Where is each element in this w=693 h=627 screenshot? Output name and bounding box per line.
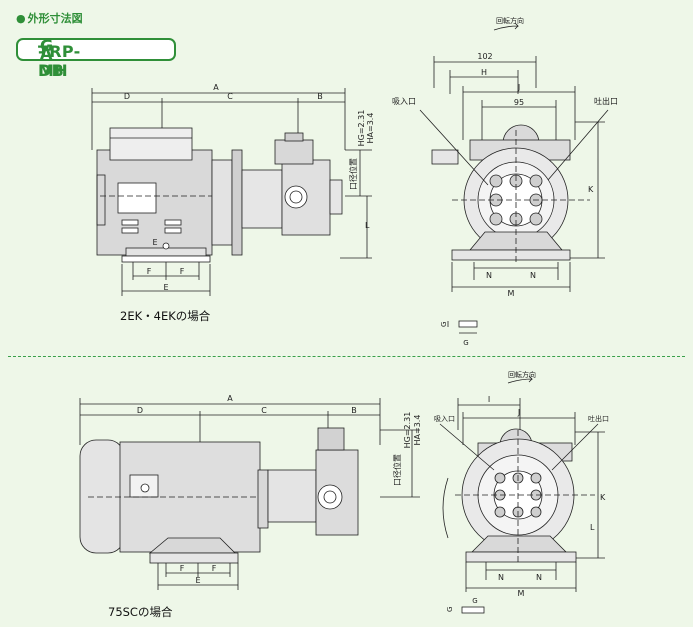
- dim-m: M: [508, 289, 515, 298]
- bottom-drawing-caption: 75SCの場合: [108, 605, 173, 619]
- dim-j: J: [517, 83, 520, 92]
- dim-f-right: F: [180, 267, 185, 276]
- rotation-label: 回転方向: [496, 16, 524, 25]
- dim-b: B: [317, 92, 323, 101]
- b-ha-label: HA=3.4: [413, 415, 422, 446]
- b-dim-g: G: [446, 607, 454, 612]
- bullet-icon: ●: [16, 12, 26, 25]
- section-title: 外形寸法図: [27, 12, 83, 25]
- b-dim-m: M: [518, 589, 525, 598]
- b-discharge-label: 吐出口: [588, 414, 609, 423]
- b-dim-j: J: [517, 408, 520, 417]
- b-port-position-label: 口径位置: [392, 454, 402, 486]
- dim-e-inner: E: [152, 238, 157, 247]
- b-dim-n-right: N: [536, 573, 542, 582]
- b-dim-b: B: [351, 406, 357, 415]
- dim-f-left: F: [147, 267, 152, 276]
- port-position-label: 口径位置: [348, 158, 358, 190]
- dim-g-width: G: [463, 339, 468, 347]
- dim-e: E: [163, 283, 168, 292]
- dim-n-right: N: [530, 271, 536, 280]
- model-name-sup: G: [40, 36, 54, 55]
- model-name-suffix: -DB: [38, 42, 65, 80]
- dim-h: H: [481, 68, 487, 77]
- model-name-sub: A: [40, 44, 53, 63]
- dim-102: 102: [477, 52, 492, 61]
- b-dim-d: D: [137, 406, 143, 415]
- b-dim-n-left: N: [498, 573, 504, 582]
- dim-n-left: N: [486, 271, 492, 280]
- top-drawing-caption: 2EK・4EKの場合: [120, 309, 211, 323]
- dim-a: A: [213, 83, 219, 92]
- dim-d: D: [124, 92, 130, 101]
- b-dim-g-width: G: [472, 597, 477, 605]
- b-dim-k: K: [600, 493, 606, 502]
- model-name-main: TRP-MH: [38, 42, 81, 80]
- dim-c: C: [227, 92, 233, 101]
- dim-g: G: [440, 322, 448, 327]
- b-dim-f-right: F: [212, 564, 217, 573]
- discharge-label: 吐出口: [594, 96, 618, 106]
- dim-l-left: L: [365, 221, 370, 230]
- b-rotation-label: 回転方向: [508, 370, 536, 379]
- b-dim-l: L: [590, 523, 595, 532]
- ha-label: HA=3.4: [366, 113, 375, 144]
- dim-95: 95: [514, 98, 524, 107]
- b-suction-label: 吸入口: [434, 415, 455, 423]
- section-heading: ●外形寸法図: [16, 10, 83, 26]
- b-dim-i: I: [488, 395, 490, 404]
- b-dim-a: A: [227, 394, 233, 403]
- b-dim-f-left: F: [180, 564, 185, 573]
- section-divider: [8, 356, 685, 357]
- dim-k: K: [588, 185, 594, 194]
- b-dim-c: C: [261, 406, 267, 415]
- b-dim-e: E: [195, 576, 200, 585]
- hg-label: HG=2.31: [357, 110, 366, 147]
- b-hg-label: HG=2.31: [403, 412, 412, 449]
- suction-label: 吸入口: [392, 97, 416, 106]
